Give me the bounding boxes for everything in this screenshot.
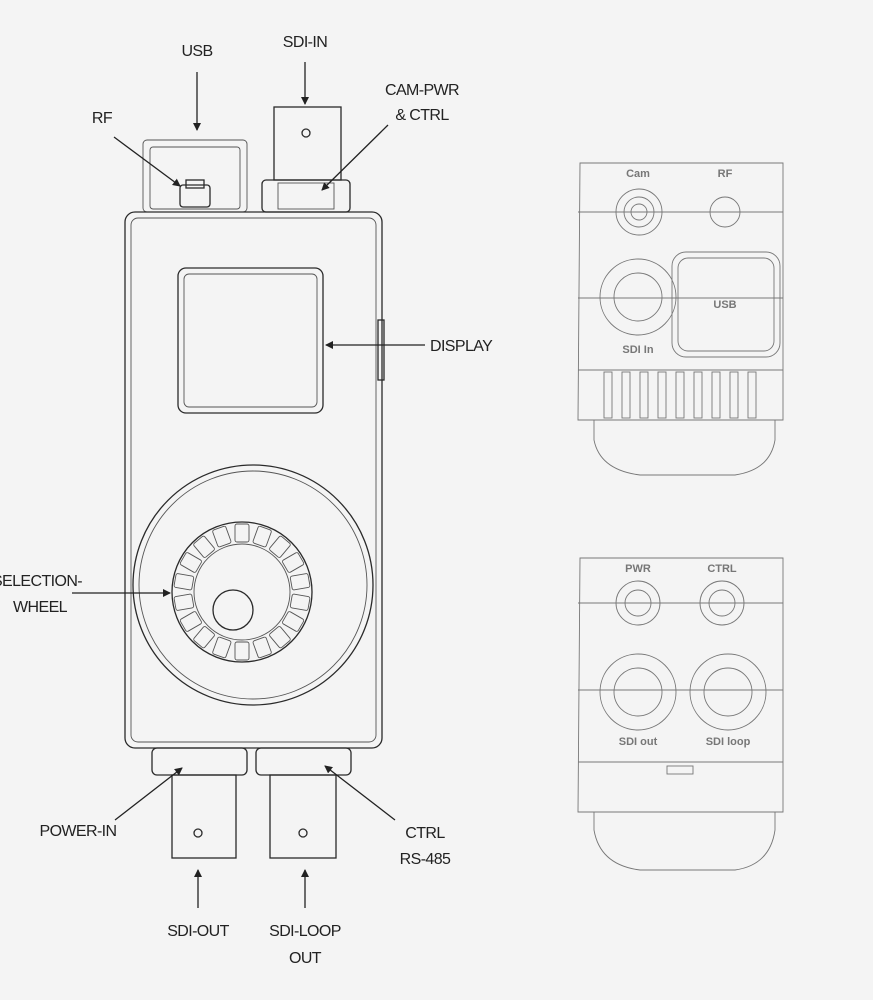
knob-tooth — [269, 626, 291, 649]
arrow-cam-pwr — [321, 124, 389, 191]
vent-fin — [639, 371, 649, 419]
top-end-view: Cam RF USB SDI In — [577, 162, 784, 476]
rf-connector-end — [709, 196, 741, 228]
knob-tooth — [173, 593, 195, 611]
sdi-loop-nut — [255, 747, 352, 776]
knob-tooth — [193, 535, 215, 558]
sdi-in-nut — [261, 179, 351, 213]
callout-power-in: POWER-IN — [40, 823, 117, 840]
side-button — [377, 319, 385, 381]
knob-tooth — [212, 636, 232, 659]
bottom-end-view: PWR CTRL SDI out SDI loop — [577, 557, 784, 871]
callout-cam-pwr: CAM-PWR — [385, 82, 459, 99]
label-cam: Cam — [626, 168, 650, 180]
callout-ctrl-2: RS-485 — [400, 851, 451, 868]
callout-usb: USB — [181, 43, 212, 60]
knob-tooth — [173, 573, 195, 591]
cam-connector — [615, 188, 663, 236]
display-screen — [177, 267, 324, 414]
knob-tooth — [282, 611, 305, 632]
sdi-loop-connector — [689, 653, 767, 731]
pwr-connector — [615, 580, 661, 626]
vent-fin — [693, 371, 703, 419]
callout-sdi-loop: SDI-LOOP — [269, 923, 341, 940]
callout-selection-wheel-2: WHEEL — [13, 599, 68, 616]
rf-connector — [179, 184, 211, 208]
usb-port-end — [671, 251, 781, 358]
arrow-ctrl — [324, 765, 396, 821]
knob-tooth — [252, 525, 272, 548]
label-rf: RF — [718, 168, 733, 180]
sdi-loop-bnc — [269, 774, 337, 859]
vent-fin — [657, 371, 667, 419]
vent-fin — [675, 371, 685, 419]
vent-fin — [747, 371, 757, 419]
label-sdi-in: SDI In — [622, 344, 653, 356]
knob-tooth — [212, 525, 232, 548]
vent-fin — [603, 371, 613, 419]
device-body — [124, 211, 383, 749]
knob-tooth — [193, 626, 215, 649]
knob-tooth — [289, 573, 311, 591]
knob-tooth — [289, 593, 311, 611]
knob-tooth — [269, 535, 291, 558]
callout-rf: RF — [92, 110, 113, 127]
sdi-in-bnc — [273, 106, 342, 181]
callout-display: DISPLAY — [430, 338, 493, 355]
label-usb: USB — [713, 299, 736, 311]
label-pwr: PWR — [625, 563, 651, 575]
vent-fin — [711, 371, 721, 419]
knob-tooth — [234, 523, 250, 543]
arrow-power-in — [114, 767, 183, 821]
vent-fin — [729, 371, 739, 419]
label-sdi-loop: SDI loop — [706, 736, 751, 748]
sdi-out-bnc — [171, 774, 237, 859]
callout-sdi-out: SDI-OUT — [167, 923, 229, 940]
sdi-in-connector — [599, 258, 677, 336]
label-ctrl: CTRL — [707, 563, 737, 575]
label-sdi-out: SDI out — [619, 736, 658, 748]
arrow-rf — [113, 136, 181, 187]
callout-cam-pwr-2: & CTRL — [395, 107, 449, 124]
sdi-out-connector — [599, 653, 677, 731]
usb-port — [142, 139, 248, 213]
ctrl-connector — [699, 580, 745, 626]
main-device — [124, 106, 385, 859]
knob-tooth — [252, 636, 272, 659]
knob-tooth — [234, 641, 250, 661]
callout-sdi-in: SDI-IN — [283, 34, 327, 51]
selection-wheel — [132, 464, 374, 706]
knob-tooth — [282, 552, 305, 573]
callout-ctrl: CTRL — [405, 825, 445, 842]
wheel-knob — [171, 521, 313, 663]
sdi-out-nut — [151, 747, 248, 776]
knob-indicator — [212, 589, 254, 631]
callout-sdi-loop-2: OUT — [289, 950, 322, 967]
vent-fin — [621, 371, 631, 419]
callout-selection-wheel: SELECTION- — [0, 573, 82, 590]
knob-tooth — [179, 611, 202, 632]
knob-tooth — [179, 552, 202, 573]
